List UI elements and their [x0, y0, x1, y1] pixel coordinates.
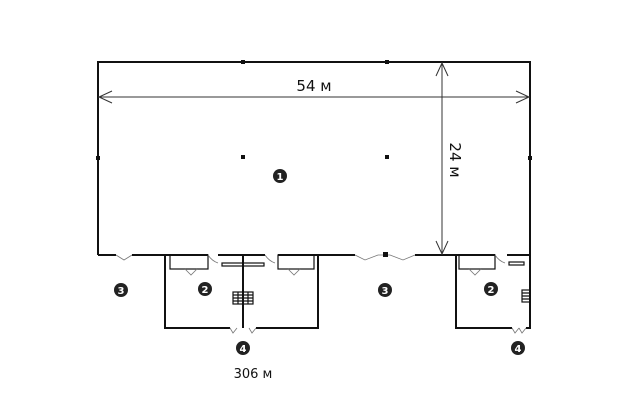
zone-marker-office: 2	[198, 282, 212, 296]
stairs-icon	[521, 289, 531, 303]
office-unit-left	[164, 254, 319, 334]
main-hall-walls	[96, 60, 532, 261]
length-label: 54 м	[296, 77, 331, 95]
zone-marker-entrance: 4	[511, 341, 525, 355]
svg-text:4: 4	[515, 344, 522, 355]
dimension-length	[97, 90, 531, 104]
office-unit-right	[455, 254, 531, 334]
width-label: 24 м	[446, 142, 464, 177]
svg-text:3: 3	[118, 286, 125, 297]
svg-text:2: 2	[488, 285, 495, 296]
svg-text:3: 3	[382, 286, 389, 297]
stairs-icon	[232, 291, 254, 305]
column	[241, 155, 245, 159]
svg-text:4: 4	[240, 344, 247, 355]
zone-marker-loading: 3	[114, 283, 128, 297]
area-label: 306 м	[234, 367, 273, 382]
zone-marker-main-hall: 1	[273, 169, 287, 183]
dimension-width	[435, 61, 449, 256]
zone-marker-entrance: 4	[236, 341, 250, 355]
column	[385, 155, 389, 159]
zone-marker-office: 2	[484, 282, 498, 296]
zone-marker-loading: 3	[378, 283, 392, 297]
svg-text:1: 1	[277, 172, 284, 183]
svg-text:2: 2	[202, 285, 209, 296]
